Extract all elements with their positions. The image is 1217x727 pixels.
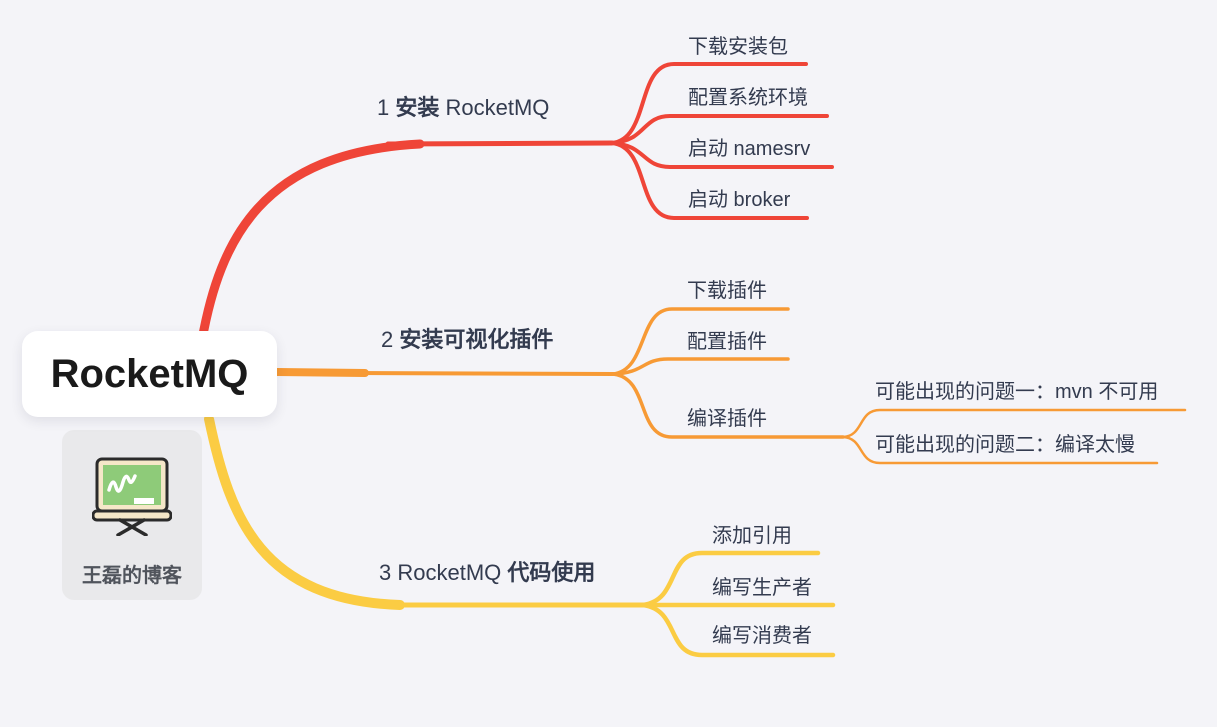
root-topic[interactable]: RocketMQ: [22, 331, 277, 417]
branch2-trunk-line: [273, 368, 369, 377]
root-topic-label: RocketMQ: [50, 351, 249, 396]
branch3-trunk-line: [204, 414, 405, 610]
subtopic-start-namesrv[interactable]: 启动 namesrv: [688, 138, 811, 160]
subtopic-download-package[interactable]: 下载安装包: [688, 36, 788, 58]
label-text: RocketMQ: [439, 95, 550, 120]
label-text: 2: [381, 327, 400, 352]
branch3-child1-line: [640, 550, 821, 608]
branch1-child4-line: [610, 141, 809, 220]
branch1-trunk-line-2: [385, 140, 615, 147]
subtopic-configure-plugin[interactable]: 配置插件: [687, 331, 767, 353]
branch1-child2-line: [610, 114, 829, 145]
badge-label: 王磊的博客: [82, 565, 182, 587]
subtopic-start-broker[interactable]: 启动 broker: [688, 189, 791, 211]
topic-1-install-rocketmq[interactable]: 1 安装 RocketMQ: [377, 95, 550, 120]
branch2-child1-line: [611, 307, 790, 376]
subtopic-write-consumer[interactable]: 编写消费者: [712, 625, 812, 647]
label-text-bold: 安装可视化插件: [399, 327, 554, 352]
label-text-bold: 代码使用: [507, 560, 596, 585]
branch2-grandchild1-line: [841, 408, 1187, 439]
subtopic-write-producer[interactable]: 编写生产者: [712, 577, 812, 599]
subtopic-download-plugin[interactable]: 下载插件: [687, 280, 767, 302]
label-text: 3 RocketMQ: [379, 560, 508, 585]
branch2-trunk-line-2: [353, 371, 615, 376]
branch2-child2-line: [611, 357, 790, 376]
blogger-badge: 王磊的博客: [62, 430, 202, 600]
topic-3-rocketmq-code-usage[interactable]: 3 RocketMQ 代码使用: [379, 560, 596, 585]
subtopic-compile-plugin[interactable]: 编译插件: [687, 408, 767, 430]
branch1-trunk-line: [197, 139, 425, 345]
branch2-grandchild2-line: [841, 435, 1159, 465]
label-text: 1: [377, 95, 396, 120]
blackboard-icon: [91, 456, 173, 541]
branch2-child3-line: [611, 372, 845, 439]
subtopic-add-reference[interactable]: 添加引用: [712, 525, 792, 547]
subtopic-configure-env[interactable]: 配置系统环境: [688, 87, 808, 109]
branch1-child1-line: [610, 62, 808, 145]
label-text-bold: 安装: [395, 95, 440, 120]
topic-2-install-visual-plugin[interactable]: 2 安装可视化插件: [381, 327, 554, 352]
subtopic-issue-compile-slow[interactable]: 可能出现的问题二：编译太慢: [875, 434, 1135, 456]
branch3-child3-line: [640, 602, 836, 658]
subtopic-issue-mvn-unavailable[interactable]: 可能出现的问题一：mvn 不可用: [875, 381, 1159, 403]
